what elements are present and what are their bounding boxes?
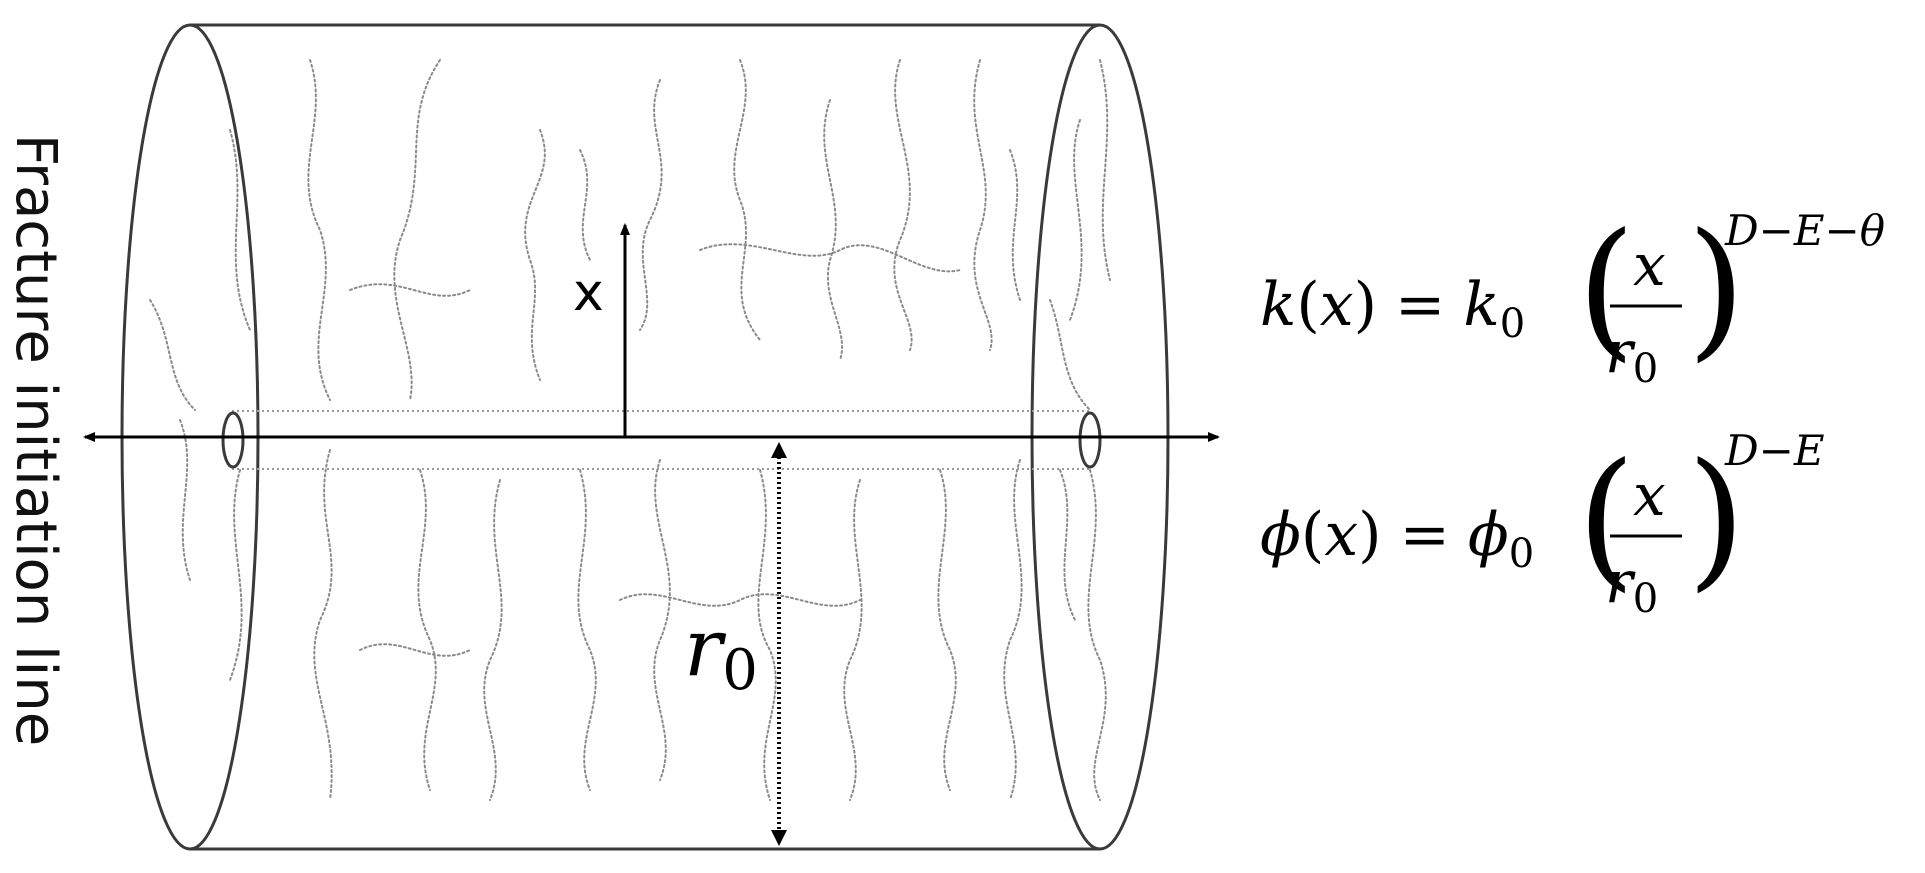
wellbore-left-opening [221,411,245,469]
fracture-line [1009,149,1021,301]
fracture-line [524,129,546,381]
svg-text:x: x [1633,231,1666,299]
fracture-line [417,469,437,791]
fracture-line [1087,469,1107,801]
fracture-line [639,79,663,331]
svg-text:D−E−θ: D−E−θ [1724,206,1885,255]
svg-text:r0: r0 [1605,318,1658,392]
radius-label: r0 [684,601,758,703]
fracture-line [973,59,993,351]
fracture-line [483,479,503,801]
fracture-line [1003,459,1023,801]
fracture-line [313,449,333,801]
fracture-line [349,283,471,297]
close-paren: ) [1687,202,1746,376]
fracture-line [757,469,777,801]
open-paren: ( [1577,432,1636,606]
svg-text:k(x)=k0: k(x)=k0 [1260,270,1525,347]
fracture-line [733,59,761,341]
fracture-line [307,59,331,401]
fracture-line [699,243,961,273]
equation-permeability: k(x)=k0 ( x r0 ) D−E−θ [1260,202,1885,392]
open-paren: ( [1577,202,1636,376]
svg-text:ϕ(x)=ϕ0: ϕ(x)=ϕ0 [1260,500,1534,577]
fracture-line [843,479,863,801]
fracture-line [1069,119,1083,321]
fracture-line [359,643,471,657]
x-axis-label: x [573,263,604,323]
fracture-line [653,459,671,781]
fracture-line [229,129,251,331]
fracture-line [937,469,957,791]
fracture-line [893,59,913,351]
fracture-line [577,469,597,791]
fracture-line [619,593,861,607]
fracture-network [149,59,1111,801]
fracture-line [393,59,441,401]
fracture-line [179,419,191,581]
close-paren: ) [1687,432,1746,606]
wellbore [221,410,1102,470]
fracture-line [1099,59,1111,281]
fracture-line [1049,299,1091,411]
radius-bottom-arrowhead [771,830,787,846]
svg-text:D−E: D−E [1724,426,1825,475]
fracture-line [823,99,843,361]
fracture-line [579,149,591,261]
svg-text:x: x [1633,461,1666,529]
fracture-line [229,469,243,681]
fracture-line [149,299,196,411]
equation-porosity: ϕ(x)=ϕ0 ( x r0 ) D−E [1260,426,1825,622]
svg-text:r0: r0 [1605,548,1658,622]
wellbore-right-opening [1078,411,1102,469]
fracture-line [1059,469,1076,621]
radius-top-arrowhead [771,442,787,458]
